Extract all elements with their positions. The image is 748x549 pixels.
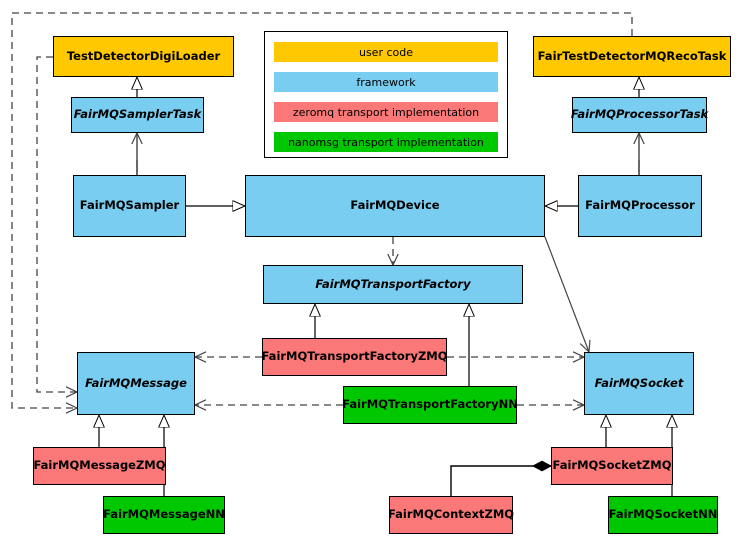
- node-fairmqsocket[interactable]: FairMQSocket: [584, 352, 694, 415]
- node-fairmqsamplertask[interactable]: FairMQSamplerTask: [71, 97, 204, 133]
- node-fairmqtransportfactorynn[interactable]: FairMQTransportFactoryNN: [342, 386, 518, 424]
- legend-item-user-code: user code: [274, 42, 498, 62]
- edge-device-to-socket: [544, 236, 591, 354]
- node-fairmqmessage[interactable]: FairMQMessage: [77, 352, 195, 415]
- node-fairmqmessagenn[interactable]: FairMQMessageNN: [103, 496, 225, 534]
- node-fairmqtransportfactoryzmq[interactable]: FairMQTransportFactoryZMQ: [262, 338, 448, 376]
- node-fairmqdevice[interactable]: FairMQDevice: [245, 175, 545, 237]
- node-fairmqsampler[interactable]: FairMQSampler: [73, 175, 186, 237]
- legend-item-framework: framework: [274, 72, 498, 92]
- legend-item-zeromq: zeromq transport implementation: [274, 102, 498, 122]
- node-fairmqprocessortask[interactable]: FairMQProcessorTask: [571, 97, 708, 133]
- node-fairmqtransportfactory[interactable]: FairMQTransportFactory: [263, 265, 523, 304]
- node-fairmqmessagezmq[interactable]: FairMQMessageZMQ: [33, 447, 166, 485]
- node-fairmqsocketzmq[interactable]: FairMQSocketZMQ: [551, 447, 673, 485]
- node-fairtestdetectormqrecotask[interactable]: FairTestDetectorMQRecoTask: [533, 36, 731, 77]
- node-testdetectordigiloader[interactable]: TestDetectorDigiLoader: [53, 36, 234, 77]
- legend-item-nanomsg: nanomsg transport implementation: [274, 132, 498, 152]
- node-fairmqsocketnn[interactable]: FairMQSocketNN: [608, 496, 718, 534]
- node-fairmqprocessor[interactable]: FairMQProcessor: [578, 175, 702, 237]
- edge-contextzmq-to-socketzmq: [450, 466, 551, 496]
- legend: user code framework zeromq transport imp…: [264, 31, 508, 158]
- node-fairmqcontextzmq[interactable]: FairMQContextZMQ: [388, 496, 514, 534]
